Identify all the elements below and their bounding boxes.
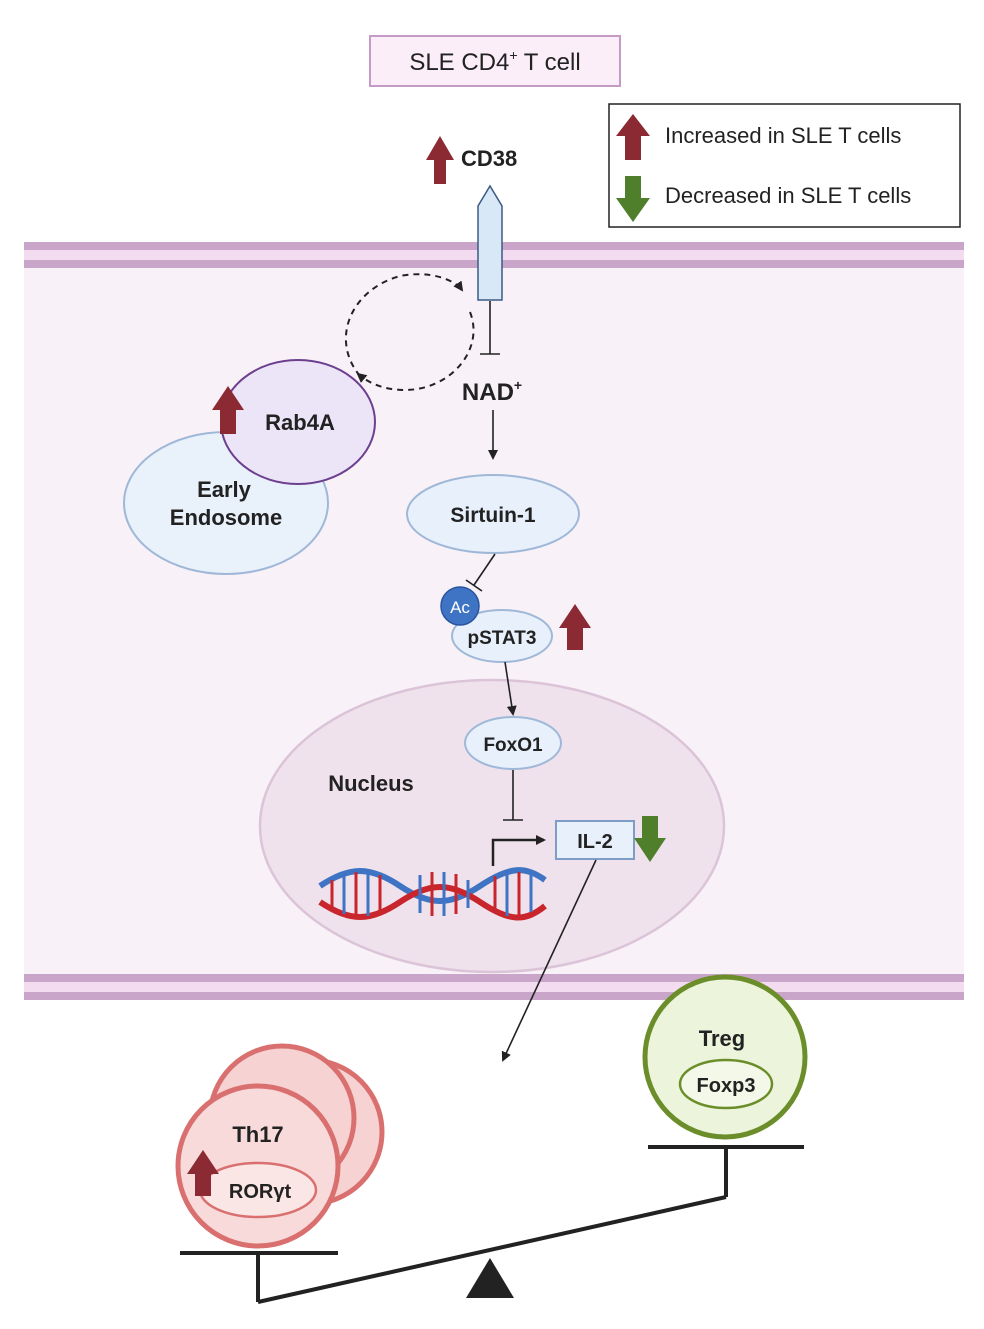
pstat3-label: pSTAT3	[468, 628, 537, 649]
dna-icon	[318, 867, 547, 921]
legend-down-arrow-icon	[616, 176, 650, 222]
roryt-up-arrow-icon	[187, 1150, 219, 1196]
recycling-loop	[344, 273, 475, 392]
nucleus-label: Nucleus	[328, 771, 414, 796]
acetyl-badge	[440, 586, 480, 626]
nad-label: NAD+	[462, 377, 522, 406]
th17-cell: Th17 RORγt	[175, 1043, 385, 1249]
legend: Increased in SLE T cells Decreased in SL…	[608, 103, 961, 228]
il2-node: IL-2	[555, 816, 666, 862]
sirtuin-inhibit-line	[473, 553, 496, 586]
roryt-label: RORγt	[229, 1181, 292, 1203]
il2-to-balance-arrow	[501, 859, 597, 1062]
ac-label: Ac	[450, 598, 470, 617]
cd38-receptor: CD38	[426, 136, 517, 301]
early-endosome-label-1: Early	[197, 477, 252, 502]
page-title: SLE CD4+ T cell	[409, 47, 580, 76]
pstat3-to-foxo1-arrow	[504, 661, 517, 716]
membrane-bottom-inner	[24, 974, 964, 982]
rab4a: Rab4A	[212, 359, 376, 485]
foxo1-node: FoxO1	[464, 716, 562, 770]
early-endosome-label-2: Endosome	[170, 505, 282, 530]
il2-down-arrow-icon	[634, 816, 666, 862]
th17-label: Th17	[232, 1122, 283, 1147]
foxp3-label: Foxp3	[697, 1075, 756, 1097]
fulcrum	[466, 1258, 514, 1298]
pstat3-up-arrow-icon	[559, 604, 591, 650]
title-box: SLE CD4+ T cell	[369, 35, 621, 87]
legend-decreased-label: Decreased in SLE T cells	[665, 183, 911, 208]
sirtuin-node: Sirtuin-1	[406, 474, 580, 554]
foxo1-label: FoxO1	[483, 735, 543, 756]
legend-increased-label: Increased in SLE T cells	[665, 123, 901, 148]
sirtuin-label: Sirtuin-1	[450, 504, 535, 527]
rab4a-up-arrow-icon	[212, 386, 244, 434]
pstat3-node: pSTAT3 Ac	[440, 586, 591, 663]
il2-label: IL-2	[577, 831, 613, 853]
cd38-label: CD38	[461, 146, 517, 171]
treg-label: Treg	[699, 1026, 745, 1051]
legend-up-arrow-icon	[616, 114, 650, 160]
rab4a-label: Rab4A	[265, 410, 335, 435]
nucleus: Nucleus	[258, 678, 726, 974]
treg-cell: Treg Foxp3	[642, 974, 808, 1140]
balance-scale	[180, 1145, 804, 1304]
cd38-up-arrow-icon	[426, 136, 454, 184]
membrane-bottom-outer	[24, 992, 964, 1000]
transcription-arrow	[491, 835, 546, 866]
